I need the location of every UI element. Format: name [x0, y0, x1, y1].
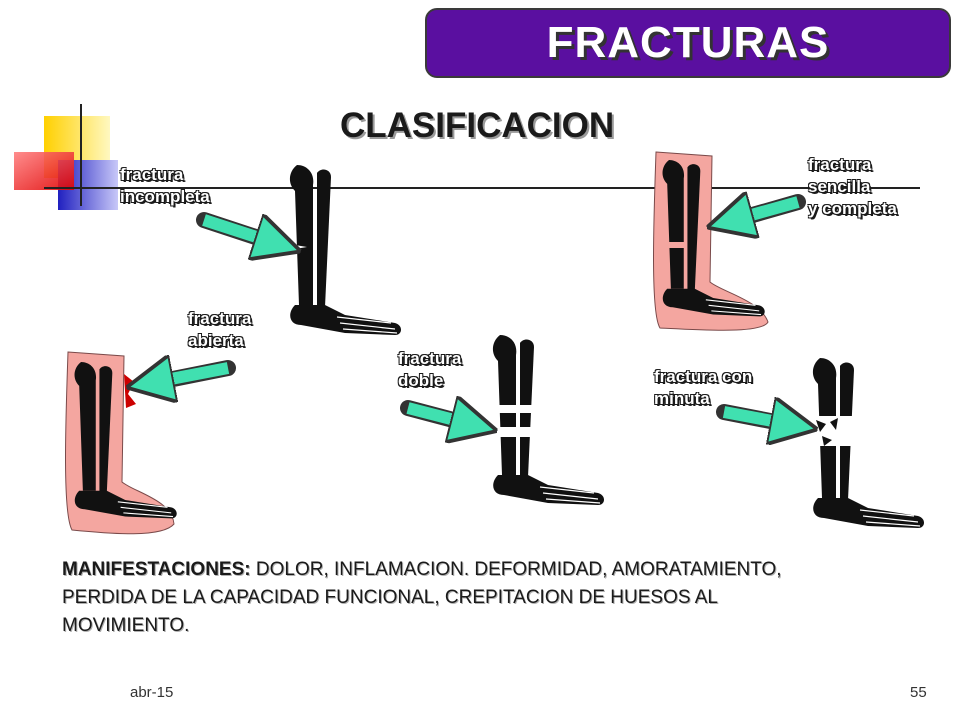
label-line: sencilla: [808, 177, 871, 196]
footer-date: abr-15: [130, 684, 174, 701]
label-line: minuta: [654, 389, 710, 408]
manifestations-heading: MANIFESTACIONES:: [62, 559, 251, 580]
page-number: 55: [910, 684, 927, 701]
label-line: abierta: [188, 331, 244, 350]
label-fractura-doble: fractura doble: [398, 348, 461, 392]
arrow-conminuta: [716, 412, 796, 426]
label-line: doble: [398, 371, 444, 390]
skeleton-sencilla: [653, 151, 769, 331]
label-line: fractura: [188, 309, 252, 328]
manifestations-text: MANIFESTACIONES: DOLOR, INFLAMACION. DEF…: [62, 556, 822, 640]
corner-decoration: [14, 104, 920, 210]
label-line: incompleta: [120, 187, 210, 206]
label-fractura-sencilla: fractura sencilla y completa: [808, 154, 897, 220]
arrow-sencilla: [728, 202, 806, 222]
label-fractura-incompleta: fractura incompleta: [120, 164, 210, 208]
arrow-doble: [400, 408, 476, 426]
manifestations-body: DOLOR, INFLAMACION. DEFORMIDAD, AMORATAM…: [62, 559, 782, 636]
skeleton-incompleta: [289, 164, 402, 336]
skeleton-conminuta: [812, 357, 925, 529]
skeleton-doble: [492, 334, 605, 506]
slide-title: FRACTURAS: [546, 18, 830, 67]
arrow-abierta: [148, 368, 236, 384]
label-line: y completa: [808, 199, 897, 218]
label-fractura-conminuta: fractura con minuta: [654, 366, 752, 410]
label-fractura-abierta: fractura abierta: [188, 308, 251, 352]
label-line: fractura: [120, 165, 184, 184]
slide-subtitle: CLASIFICACION: [340, 106, 615, 145]
label-line: fractura: [398, 349, 462, 368]
label-line: fractura con: [654, 367, 753, 386]
title-banner: FRACTURAS: [425, 8, 951, 78]
arrow-incompleta: [196, 212, 280, 245]
label-line: fractura: [808, 155, 872, 174]
